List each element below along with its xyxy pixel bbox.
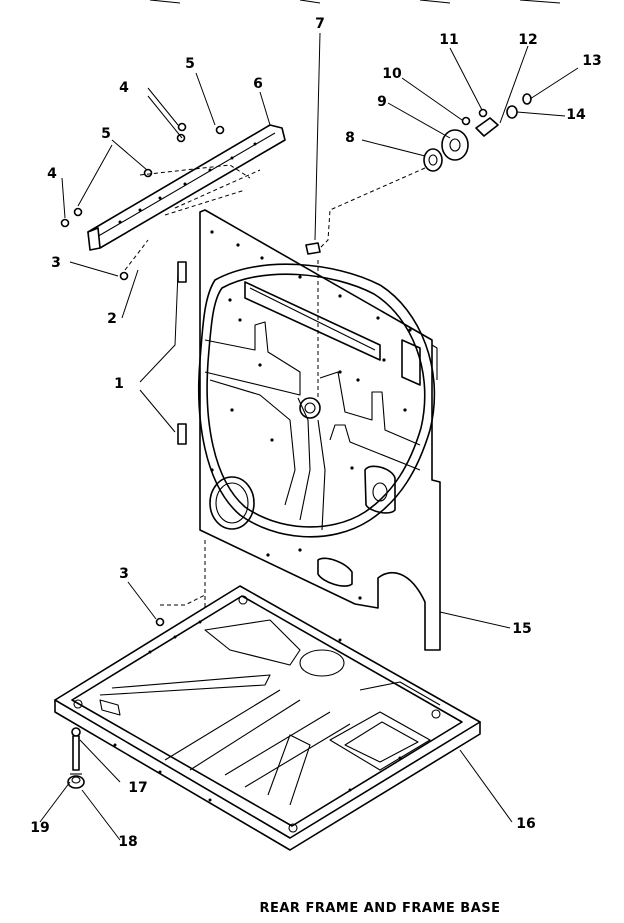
callout-4a: 4 <box>119 80 129 96</box>
callout-16: 16 <box>516 816 535 832</box>
rear-frame-panel <box>198 209 441 651</box>
callout-19: 19 <box>30 820 49 836</box>
callout-4b: 4 <box>47 166 57 182</box>
callout-9: 9 <box>377 94 387 110</box>
callout-11: 11 <box>439 32 458 48</box>
callout-3b: 3 <box>119 566 129 582</box>
block-part-7 <box>305 242 321 255</box>
callout-12: 12 <box>518 32 537 48</box>
callout-labels: 7 4 5 6 5 4 3 2 1 11 12 10 13 9 14 8 3 1… <box>30 16 601 850</box>
callout-1: 1 <box>114 376 124 392</box>
cropped-top-remnant <box>149 0 561 4</box>
callout-10: 10 <box>382 66 402 82</box>
frame-base <box>54 540 481 851</box>
top-bracket-rail <box>87 124 286 271</box>
callout-6: 6 <box>253 76 263 92</box>
callout-18: 18 <box>118 834 137 850</box>
screws-part-4-5 <box>60 122 225 627</box>
callout-5a: 5 <box>185 56 195 72</box>
callout-15: 15 <box>512 621 531 637</box>
callout-13: 13 <box>582 53 601 69</box>
callout-2: 2 <box>107 311 117 327</box>
callout-5b: 5 <box>101 126 111 142</box>
callout-17: 17 <box>128 780 147 796</box>
callout-3a: 3 <box>51 255 61 271</box>
callout-14: 14 <box>566 107 586 123</box>
callout-7: 7 <box>315 16 325 32</box>
callout-8: 8 <box>345 130 355 146</box>
panel-clip-part-1 <box>177 261 187 445</box>
diagram-caption: REAR FRAME AND FRAME BASE <box>259 901 500 916</box>
leveling-leg <box>67 727 85 789</box>
leader-lines <box>39 32 579 841</box>
